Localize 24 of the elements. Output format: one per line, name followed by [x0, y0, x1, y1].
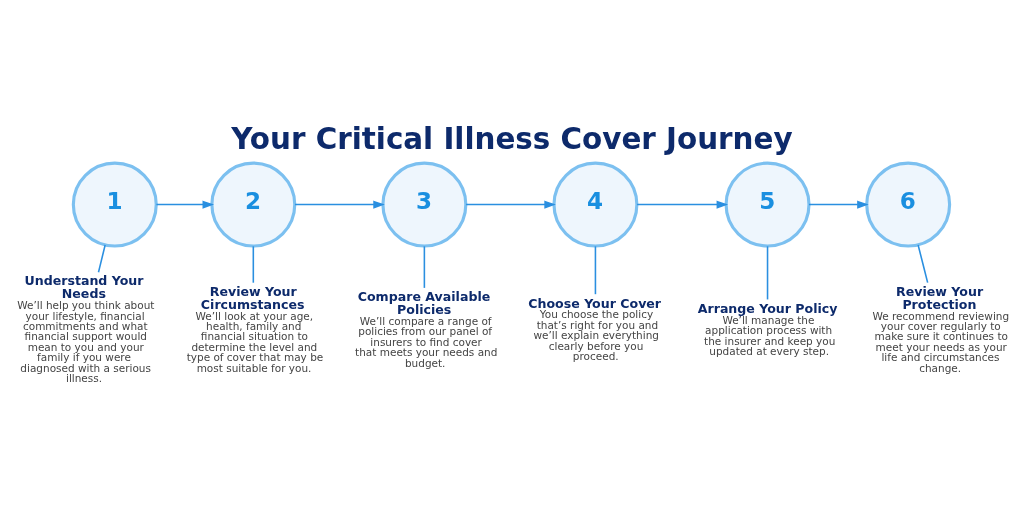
arrow	[294, 200, 385, 209]
node-text: Choose Your Cover You choose the policy that’s right for you and we’ll explain everything clearly before you proceed.	[528, 295, 662, 363]
arrow	[636, 200, 729, 209]
node-circle: 5	[724, 161, 811, 248]
connector	[423, 245, 426, 289]
arrow	[465, 200, 556, 209]
arrow	[808, 200, 869, 209]
node-circle: 2	[210, 161, 297, 248]
node-circle: 6	[865, 161, 952, 248]
node-text: Review Your Protection We recommend reviewing your cover regularly to make sure it continues to meet your needs as your life and circumstances change.	[872, 283, 1010, 374]
node-text: Review Your Circumstances We’ll look at your age, health, family and financial situation to determine the level and type of cover that may be most suitable for you.	[186, 283, 324, 374]
connector	[594, 245, 597, 295]
node-circle: 4	[552, 161, 639, 248]
diagram-title: Your Critical Illness Cover Journey	[231, 121, 793, 156]
connector	[766, 245, 769, 301]
node-text: Compare Available Policies We’ll compare a range of policies from our panel of insurers to find cover that meets your needs and budget.	[355, 289, 498, 369]
node-circle: 3	[381, 161, 468, 248]
node-text: Understand Your Needs We’ll help you think about your lifestyle, financial commitments and what financial support would mean to you and your family if you were diagnosed with a serious illness.	[17, 273, 155, 385]
connector	[917, 244, 929, 284]
arrow	[155, 200, 215, 209]
connector	[97, 244, 106, 274]
connector	[252, 245, 255, 284]
node-circle: 1	[71, 161, 158, 248]
node-text: Arrange Your Policy We’ll manage the application process with the insurer and keep you updated at every step.	[697, 300, 838, 358]
